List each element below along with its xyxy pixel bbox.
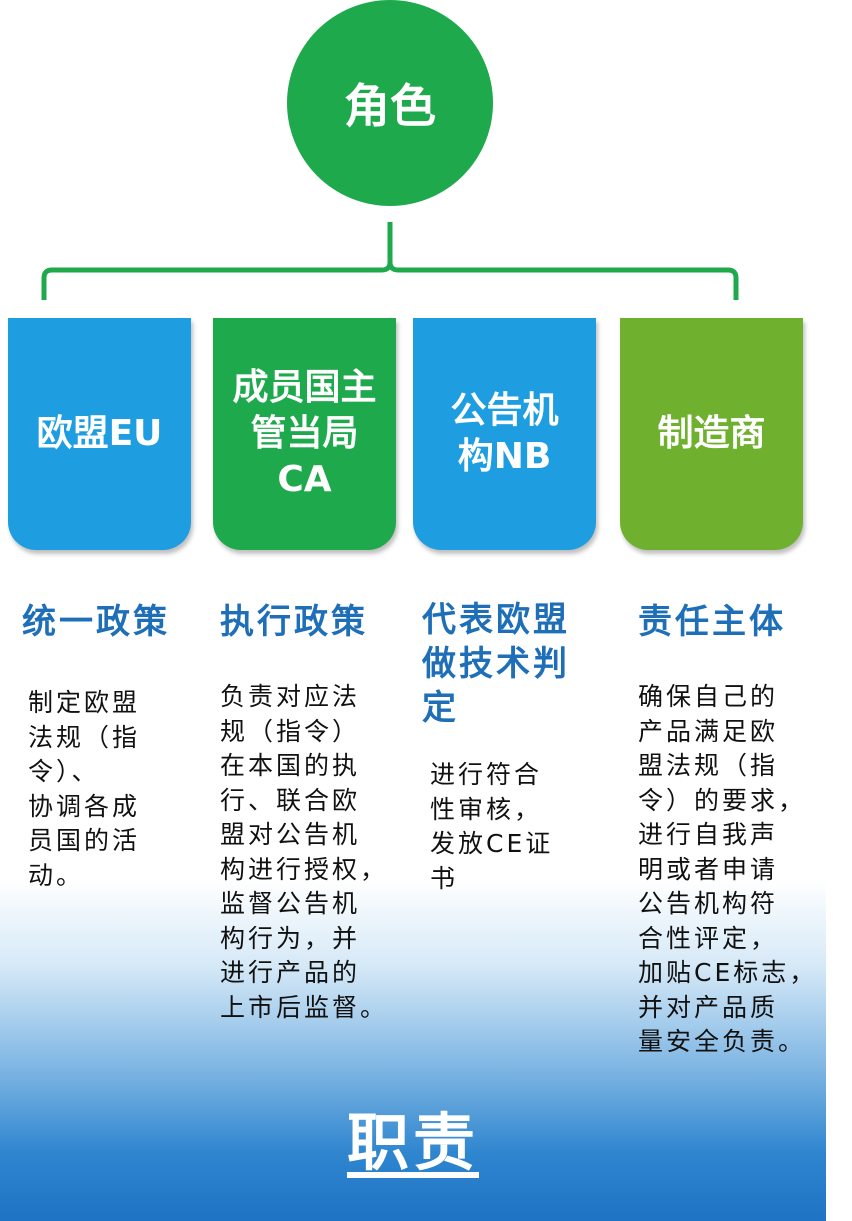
root-node-label: 角色	[344, 79, 436, 133]
tree-connector	[41, 222, 739, 300]
footer-title: 职责	[346, 1106, 479, 1179]
duty-title-ca: 执行政策	[220, 602, 368, 642]
duty-title-manufacturer: 责任主体	[638, 602, 786, 642]
duty-text-eu: 制定欧盟 法规（指 令）、 协调各成 员国的活 动。	[28, 688, 141, 890]
duty-title-nb-line-1: 代表欧盟	[422, 600, 570, 640]
role-manufacturer-label: 制造商	[657, 413, 766, 454]
role-nb-label-line-1: 公告机	[450, 390, 559, 431]
duty-text-nb: 进行符合 性审核， 发放CE证 书	[430, 760, 554, 893]
role-box-ca: 成员国主 管当局 CA	[213, 318, 396, 550]
bottom-gradient-background	[0, 880, 826, 1221]
duty-title-nb-line-3: 定	[422, 688, 459, 728]
role-eu-label: 欧盟EU	[36, 413, 163, 454]
duty-title-nb: 代表欧盟 做技术判 定	[422, 598, 570, 730]
root-node-circle: 角色	[287, 0, 493, 206]
role-box-manufacturer: 制造商	[620, 318, 803, 550]
role-ca-label-line-3: CA	[277, 459, 332, 500]
role-ca-label-line-1: 成员国主	[232, 367, 377, 408]
role-box-eu: 欧盟EU	[8, 318, 191, 550]
role-box-nb: 公告机 构NB	[413, 318, 596, 550]
role-ca-label-line-2: 管当局	[250, 413, 359, 454]
role-nb-label-line-2: 构NB	[457, 436, 552, 477]
connector-left-branch	[41, 222, 393, 300]
duty-text-manufacturer: 确保自己的 产品满足欧 盟法规（指 令）的要求， 进行自我声 明或者申请 公告机…	[638, 682, 818, 1056]
duty-title-nb-line-2: 做技术判	[422, 644, 570, 684]
duty-text-ca: 负责对应法 规（指令） 在本国的执 行、联合欧 盟对公告机 构进行授权， 监督公…	[220, 682, 389, 1022]
duty-title-eu: 统一政策	[22, 602, 170, 642]
connector-right-branch	[387, 261, 739, 300]
